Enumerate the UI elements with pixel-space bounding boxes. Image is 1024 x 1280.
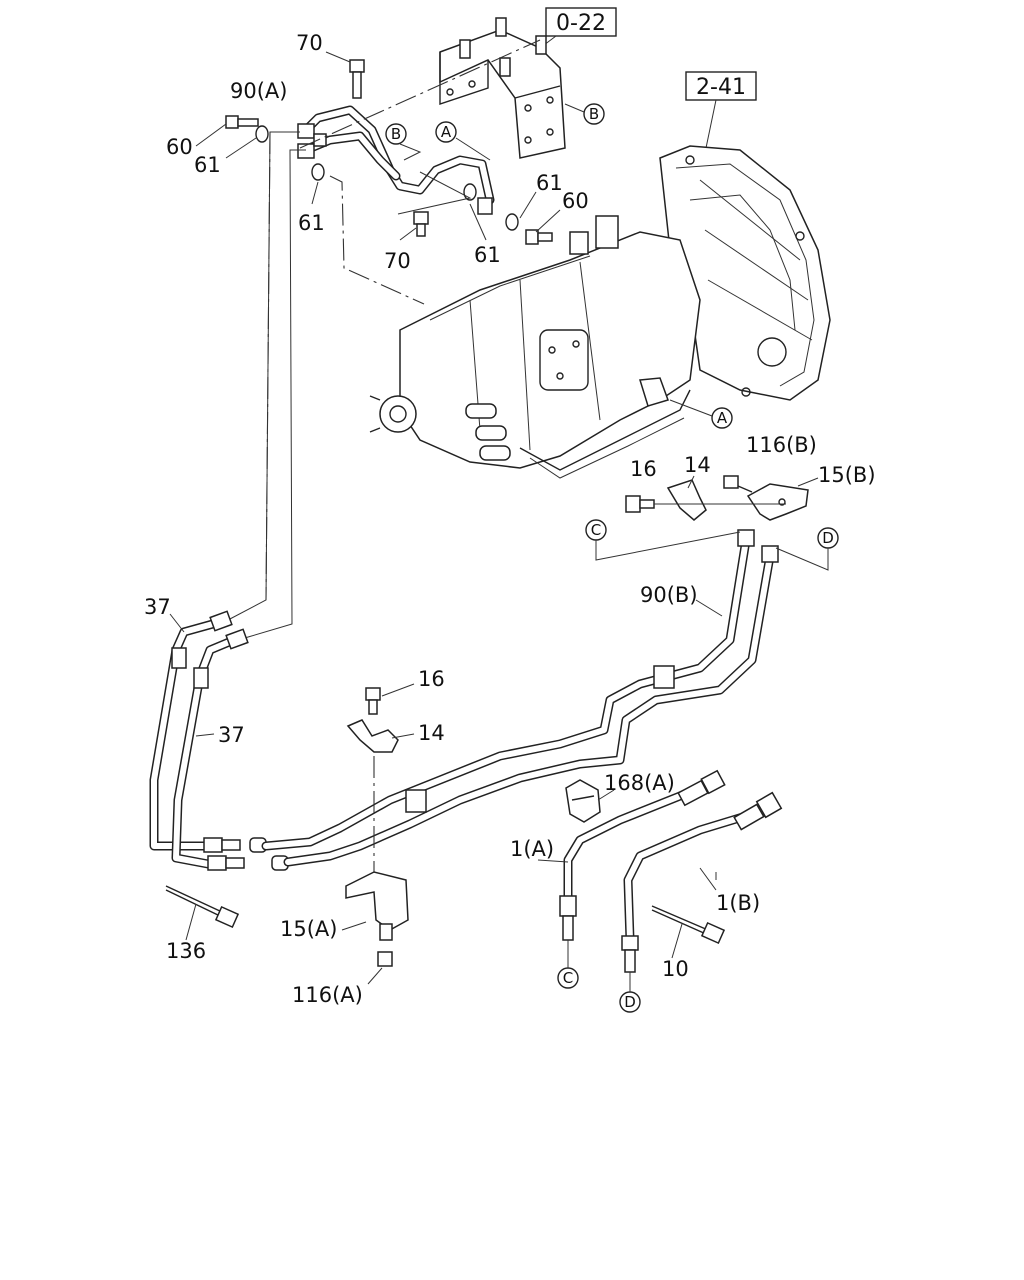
- circle-label-b-mid: B: [385, 123, 407, 145]
- circle-label-a-mid: A: [435, 121, 457, 143]
- hose-1b: [621, 791, 783, 973]
- label-14-mid[interactable]: 14: [418, 721, 445, 745]
- label-15b[interactable]: 15(B): [818, 463, 876, 487]
- label-37-bot[interactable]: 37: [218, 723, 245, 747]
- circle-label-d-top: D: [817, 527, 839, 549]
- bracket-15b: [746, 483, 809, 521]
- bracket-15a: [345, 871, 409, 931]
- bolt-60-left: [225, 115, 259, 129]
- hose-90b: [261, 529, 779, 867]
- svg-text:D: D: [624, 993, 636, 1011]
- svg-text:0-22: 0-22: [556, 11, 606, 36]
- hose-90a: [297, 105, 495, 205]
- bolt-70-mid: [413, 211, 429, 237]
- bolt-16-mid: [365, 687, 381, 715]
- nut-116a: [377, 923, 393, 967]
- label-61-right-bot[interactable]: 61: [474, 243, 501, 267]
- label-10[interactable]: 10: [662, 957, 689, 981]
- leader-2-41: [705, 99, 717, 149]
- label-61-right-top[interactable]: 61: [536, 171, 563, 195]
- pipe-37-pair: [149, 131, 306, 871]
- label-61-left[interactable]: 61: [194, 153, 221, 177]
- svg-text:B: B: [391, 125, 401, 143]
- label-16-mid[interactable]: 16: [418, 667, 445, 691]
- label-136[interactable]: 136: [166, 939, 206, 963]
- label-70-top[interactable]: 70: [296, 31, 323, 55]
- bolt-70-top: [349, 59, 365, 99]
- washer-61-mid: [311, 163, 325, 181]
- label-61-mid[interactable]: 61: [298, 211, 325, 235]
- cable-tie-136: [165, 885, 240, 929]
- circle-label-c-top: C: [585, 519, 607, 541]
- label-70-mid[interactable]: 70: [384, 249, 411, 273]
- washer-61-right: [463, 183, 519, 231]
- svg-text:B: B: [589, 105, 599, 123]
- transmission-assembly: [369, 145, 831, 479]
- label-1a[interactable]: 1(A): [510, 837, 554, 861]
- clamp-14-mid: [346, 719, 399, 753]
- hose-1a: [559, 769, 726, 941]
- ref-box-2-41[interactable]: 2-41: [685, 71, 757, 101]
- label-14-right[interactable]: 14: [684, 453, 711, 477]
- mount-bracket: [439, 17, 566, 159]
- label-1b[interactable]: 1(B): [716, 891, 760, 915]
- label-16-right[interactable]: 16: [630, 457, 657, 481]
- clip-168a: [565, 779, 601, 823]
- label-116a[interactable]: 116(A): [292, 983, 363, 1007]
- circle-label-b-top: B: [583, 103, 605, 125]
- svg-text:A: A: [441, 123, 452, 141]
- part-labels: 70 90(A) 60 61 61 70 61 60 61 116(B) 16 …: [144, 31, 876, 1007]
- label-37-top[interactable]: 37: [144, 595, 171, 619]
- bolt-16-right: [625, 495, 655, 513]
- cable-tie-10: [651, 905, 726, 945]
- nut-116b: [723, 475, 753, 493]
- label-116b[interactable]: 116(B): [746, 433, 817, 457]
- svg-text:2-41: 2-41: [696, 75, 746, 100]
- clamp-14-right: [666, 479, 707, 521]
- washer-61-left: [255, 125, 269, 143]
- circle-label-c-bottom: C: [557, 967, 579, 989]
- svg-text:A: A: [717, 409, 728, 427]
- circle-label-a-trans: A: [711, 407, 733, 429]
- label-60-right[interactable]: 60: [562, 189, 589, 213]
- svg-text:D: D: [822, 529, 834, 547]
- label-60-left[interactable]: 60: [166, 135, 193, 159]
- bolt-60-right: [525, 229, 553, 245]
- ref-box-0-22[interactable]: 0-22: [545, 7, 617, 37]
- circle-label-d-bottom: D: [619, 991, 641, 1013]
- label-90b[interactable]: 90(B): [640, 583, 698, 607]
- svg-text:C: C: [563, 969, 573, 987]
- svg-text:C: C: [591, 521, 601, 539]
- label-15a[interactable]: 15(A): [280, 917, 337, 941]
- label-168a[interactable]: 168(A): [604, 771, 675, 795]
- label-90a[interactable]: 90(A): [230, 79, 287, 103]
